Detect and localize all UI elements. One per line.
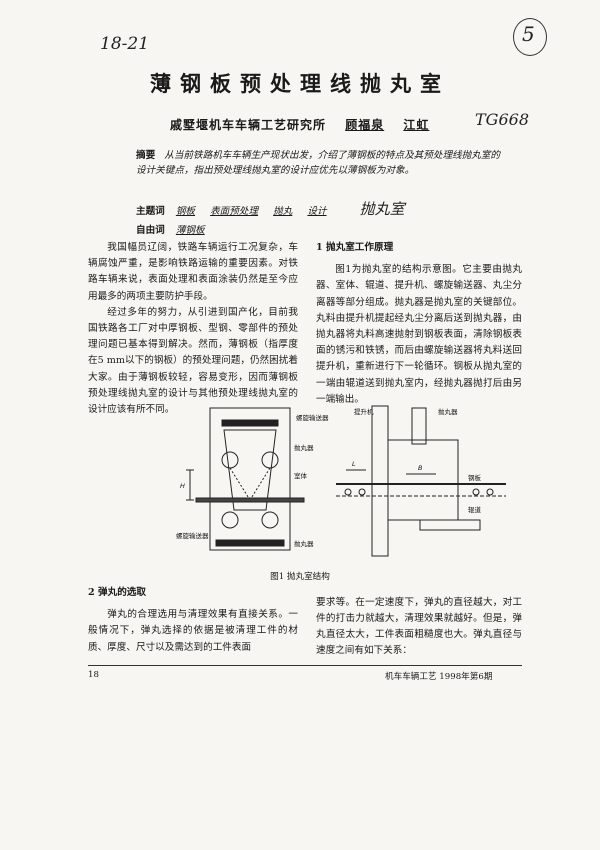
blaster-wheel: [221, 451, 239, 469]
fig-label: 室体: [294, 471, 308, 480]
fig-label: 抛丸器: [438, 407, 458, 416]
author-name: 江虹: [403, 118, 430, 132]
blaster-right: [411, 407, 427, 445]
roller-frame: [419, 519, 481, 531]
bucket-elevator: [371, 405, 389, 557]
chamber-frame: [209, 407, 291, 551]
handwritten-keyword: 抛丸室: [359, 200, 405, 218]
section-2-text: 弹丸的合理选用与清理效果有直接关系。一般情况下，弹丸选择的依据是被清理工件的材质…: [88, 609, 298, 653]
bottom-screw-conveyor: [215, 539, 285, 547]
intro-paragraph: 经过多年的努力，从引进到国产化，目前我国铁路各工厂对中厚钢板、型钢、零部件的预处…: [88, 306, 298, 416]
fig-label: L: [352, 460, 356, 468]
section-1-heading: 1 抛丸室工作原理: [316, 242, 394, 253]
free-word: 薄钢板: [175, 225, 205, 236]
fig-label: 抛丸器: [294, 539, 314, 548]
section-1-text: 图1为抛丸室的结构示意图。它主要由抛丸器、室体、辊道、提升机、螺旋输送器、丸尘分…: [316, 264, 522, 405]
section-2-right: 要求等。在一定速度下，弹丸的直径越大，对工件的打击力就越大，清理效果就越好。但是…: [316, 585, 522, 669]
author-name: 顾福泉: [345, 118, 385, 132]
keyword: 钢板: [175, 206, 196, 217]
intro-paragraph: 我国幅员辽阔，铁路车辆运行工况复杂，车辆腐蚀严重，是影响铁路运输的重要因素。对铁…: [88, 242, 298, 302]
figure-caption: 图1 抛丸室结构: [270, 572, 330, 582]
fig-label: 辊道: [468, 505, 482, 514]
journal-info: 机车车辆工艺 1998年第6期: [385, 672, 493, 682]
blaster-wheel: [261, 511, 279, 529]
fig-label: 钢板: [468, 473, 482, 482]
roller-line: [195, 497, 305, 503]
figure-shot-blast-chamber: 螺旋输送器 抛丸器 室体 螺旋输送器 抛丸器 提升机 抛丸器 钢板 辊道 H L…: [176, 405, 506, 557]
chamber-body: [223, 429, 277, 511]
handwritten-page-range: 18-21: [100, 34, 150, 54]
abstract-text: 从当前铁路机车车辆生产现状出发，介绍了薄钢板的特点及其预处理线抛丸室的设计关键点…: [136, 150, 501, 176]
keywords-label: 主题词: [136, 206, 165, 217]
fig-label: H: [180, 482, 185, 490]
affiliation: 戚墅堰机车车辆工艺研究所: [170, 118, 327, 132]
blaster-wheel: [221, 511, 239, 529]
keyword: 表面预处理: [210, 206, 259, 217]
blaster-wheel: [261, 451, 279, 469]
footer-rule: [88, 665, 522, 666]
section-2-text-continued: 要求等。在一定速度下，弹丸的直径越大，对工件的打击力就越大，清理效果就越好。但是…: [316, 596, 522, 657]
keywords: 主题词 钢板 表面预处理 抛丸 设计 抛丸室: [136, 198, 405, 219]
paper-title: 薄钢板预处理线抛丸室: [150, 71, 450, 96]
abstract: 摘要 从当前铁路机车车辆生产现状出发，介绍了薄钢板的特点及其预处理线抛丸室的设计…: [136, 148, 508, 178]
keyword: 抛丸: [273, 206, 293, 217]
fig-label: 提升机: [354, 407, 374, 416]
handwritten-number: 5: [522, 22, 535, 46]
author-line: 戚墅堰机车车辆工艺研究所 顾福泉 江虹: [170, 116, 443, 133]
chamber-side: [387, 439, 459, 521]
fig-label: B: [418, 464, 423, 472]
section-2-heading: 2 弹丸的选取: [88, 587, 146, 598]
handwritten-class-code: TG668: [475, 110, 529, 129]
free-words: 自由词 薄钢板: [136, 222, 205, 236]
abstract-label: 摘要: [136, 150, 156, 161]
intro-column: 我国幅员辽阔，铁路车辆运行工况复杂，车辆腐蚀严重，是影响铁路运输的重要因素。对铁…: [88, 240, 298, 418]
top-screw-conveyor: [221, 419, 279, 427]
fig-label: 螺旋输送器: [296, 413, 329, 422]
section-2-left: 2 弹丸的选取 弹丸的合理选用与清理效果有直接关系。一般情况下，弹丸选择的依据是…: [88, 585, 298, 656]
free-words-label: 自由词: [136, 225, 165, 236]
page-number: 18: [88, 670, 99, 680]
keyword: 设计: [307, 206, 327, 217]
fig-label: 抛丸器: [294, 443, 314, 452]
handwritten-circle: [513, 18, 547, 56]
fig-label: 螺旋输送器: [176, 531, 209, 540]
section-1: 1 抛丸室工作原理 图1为抛丸室的结构示意图。它主要由抛丸器、室体、辊道、提升机…: [316, 240, 522, 408]
